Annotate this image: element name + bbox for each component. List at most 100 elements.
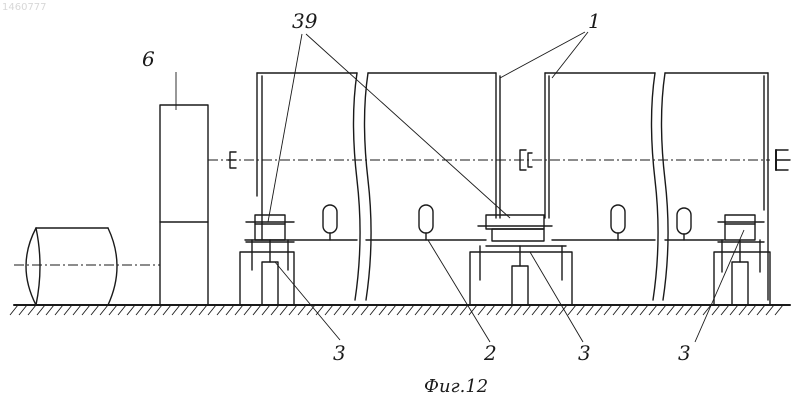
ground-hatch-stroke <box>217 305 225 315</box>
ground-hatch-stroke <box>28 305 36 315</box>
ground-hatch-stroke <box>100 305 108 315</box>
ground-hatch-stroke <box>361 305 369 315</box>
ground-hatch-stroke <box>550 305 558 315</box>
ground-hatch-stroke <box>451 305 459 315</box>
ground-hatch-stroke <box>577 305 585 315</box>
shaft-coupling-right <box>776 150 790 170</box>
ground-hatch-stroke <box>730 305 738 315</box>
ground-hatch-stroke <box>739 305 747 315</box>
ground-hatch-stroke <box>208 305 216 315</box>
ground-hatch-stroke <box>10 305 18 315</box>
ground-hatch-stroke <box>271 305 279 315</box>
ground-hatch-stroke <box>235 305 243 315</box>
ground-hatch-stroke <box>262 305 270 315</box>
ground-hatch-stroke <box>181 305 189 315</box>
ground-hatch-stroke <box>712 305 720 315</box>
ground-hatch-stroke <box>253 305 261 315</box>
ground-hatch-stroke <box>325 305 333 315</box>
ground-hatch-stroke <box>316 305 324 315</box>
ground-hatch-stroke <box>424 305 432 315</box>
ground-hatch-stroke <box>541 305 549 315</box>
ground-hatch-stroke <box>352 305 360 315</box>
ground-hatch-stroke <box>775 305 783 315</box>
ground-hatch-stroke <box>109 305 117 315</box>
ground-hatch-stroke <box>55 305 63 315</box>
ground-hatch-stroke <box>280 305 288 315</box>
label-2: 2 <box>483 341 497 365</box>
label-3-right: 3 <box>678 341 691 365</box>
leader-lines <box>176 32 744 342</box>
ground-hatch-stroke <box>73 305 81 315</box>
ground-hatch-stroke <box>118 305 126 315</box>
ground-hatch-stroke <box>154 305 162 315</box>
support-3 <box>611 205 625 240</box>
ground-hatch-stroke <box>757 305 765 315</box>
ground-hatch-stroke <box>604 305 612 315</box>
drive-unit-c <box>714 215 770 305</box>
ground-hatch-stroke <box>658 305 666 315</box>
ground-hatch-stroke <box>613 305 621 315</box>
ground-hatch-stroke <box>649 305 657 315</box>
ground-hatch-stroke <box>514 305 522 315</box>
ground-hatch-stroke <box>64 305 72 315</box>
ground-hatch-stroke <box>343 305 351 315</box>
ground-hatch-stroke <box>379 305 387 315</box>
ground-hatch-stroke <box>505 305 513 315</box>
ground-hatch-stroke <box>388 305 396 315</box>
ground-hatch-stroke <box>694 305 702 315</box>
ground-hatch-stroke <box>226 305 234 315</box>
ground-hatch-stroke <box>667 305 675 315</box>
drive-unit-a <box>240 215 294 305</box>
ground-hatch-stroke <box>145 305 153 315</box>
ground-hatch-stroke <box>631 305 639 315</box>
figure-caption: Фиг.12 <box>424 376 488 397</box>
shaft-coupling-left <box>228 152 236 168</box>
ground-hatch-stroke <box>721 305 729 315</box>
ground-hatch-stroke <box>163 305 171 315</box>
ground-hatch-stroke <box>748 305 756 315</box>
ground-hatch-stroke <box>91 305 99 315</box>
support-2 <box>419 205 433 240</box>
ground-hatch-stroke <box>397 305 405 315</box>
ground-hatch-stroke <box>568 305 576 315</box>
ground-hatch-stroke <box>37 305 45 315</box>
ground-hatch-stroke <box>370 305 378 315</box>
ground-hatch-stroke <box>172 305 180 315</box>
support-4 <box>677 208 691 240</box>
ground-hatch-stroke <box>496 305 504 315</box>
label-3-center: 3 <box>578 341 591 365</box>
ground-hatch-stroke <box>487 305 495 315</box>
drive-unit-b <box>470 215 572 305</box>
ground-hatch-stroke <box>676 305 684 315</box>
drum <box>26 228 117 305</box>
ground-hatch-stroke <box>532 305 540 315</box>
ground-hatch-stroke <box>415 305 423 315</box>
ground-hatch-stroke <box>289 305 297 315</box>
ground-hatch-stroke <box>190 305 198 315</box>
label-39: 39 <box>292 9 318 33</box>
ground-hatch-stroke <box>595 305 603 315</box>
support-1 <box>323 205 337 240</box>
document-number-stamp: 1460777 <box>2 2 47 13</box>
ground-hatch-stroke <box>298 305 306 315</box>
ground-hatch-stroke <box>334 305 342 315</box>
ground-hatch-stroke <box>460 305 468 315</box>
ground-hatch-stroke <box>622 305 630 315</box>
ground-hatch-stroke <box>19 305 27 315</box>
label-1: 1 <box>588 9 601 33</box>
ground-hatch-stroke <box>46 305 54 315</box>
ground-hatch-stroke <box>127 305 135 315</box>
chamber-4 <box>662 73 769 300</box>
label-6: 6 <box>142 47 155 71</box>
ground <box>10 305 790 315</box>
ground-hatch-stroke <box>523 305 531 315</box>
ground-hatch-stroke <box>478 305 486 315</box>
ground-hatch-stroke <box>199 305 207 315</box>
ground-hatch-stroke <box>406 305 414 315</box>
ground-hatch-stroke <box>136 305 144 315</box>
ground-hatch-stroke <box>433 305 441 315</box>
ground-hatch-stroke <box>586 305 594 315</box>
ground-hatch-stroke <box>82 305 90 315</box>
ground-hatch-stroke <box>685 305 693 315</box>
ground-hatch-stroke <box>766 305 774 315</box>
